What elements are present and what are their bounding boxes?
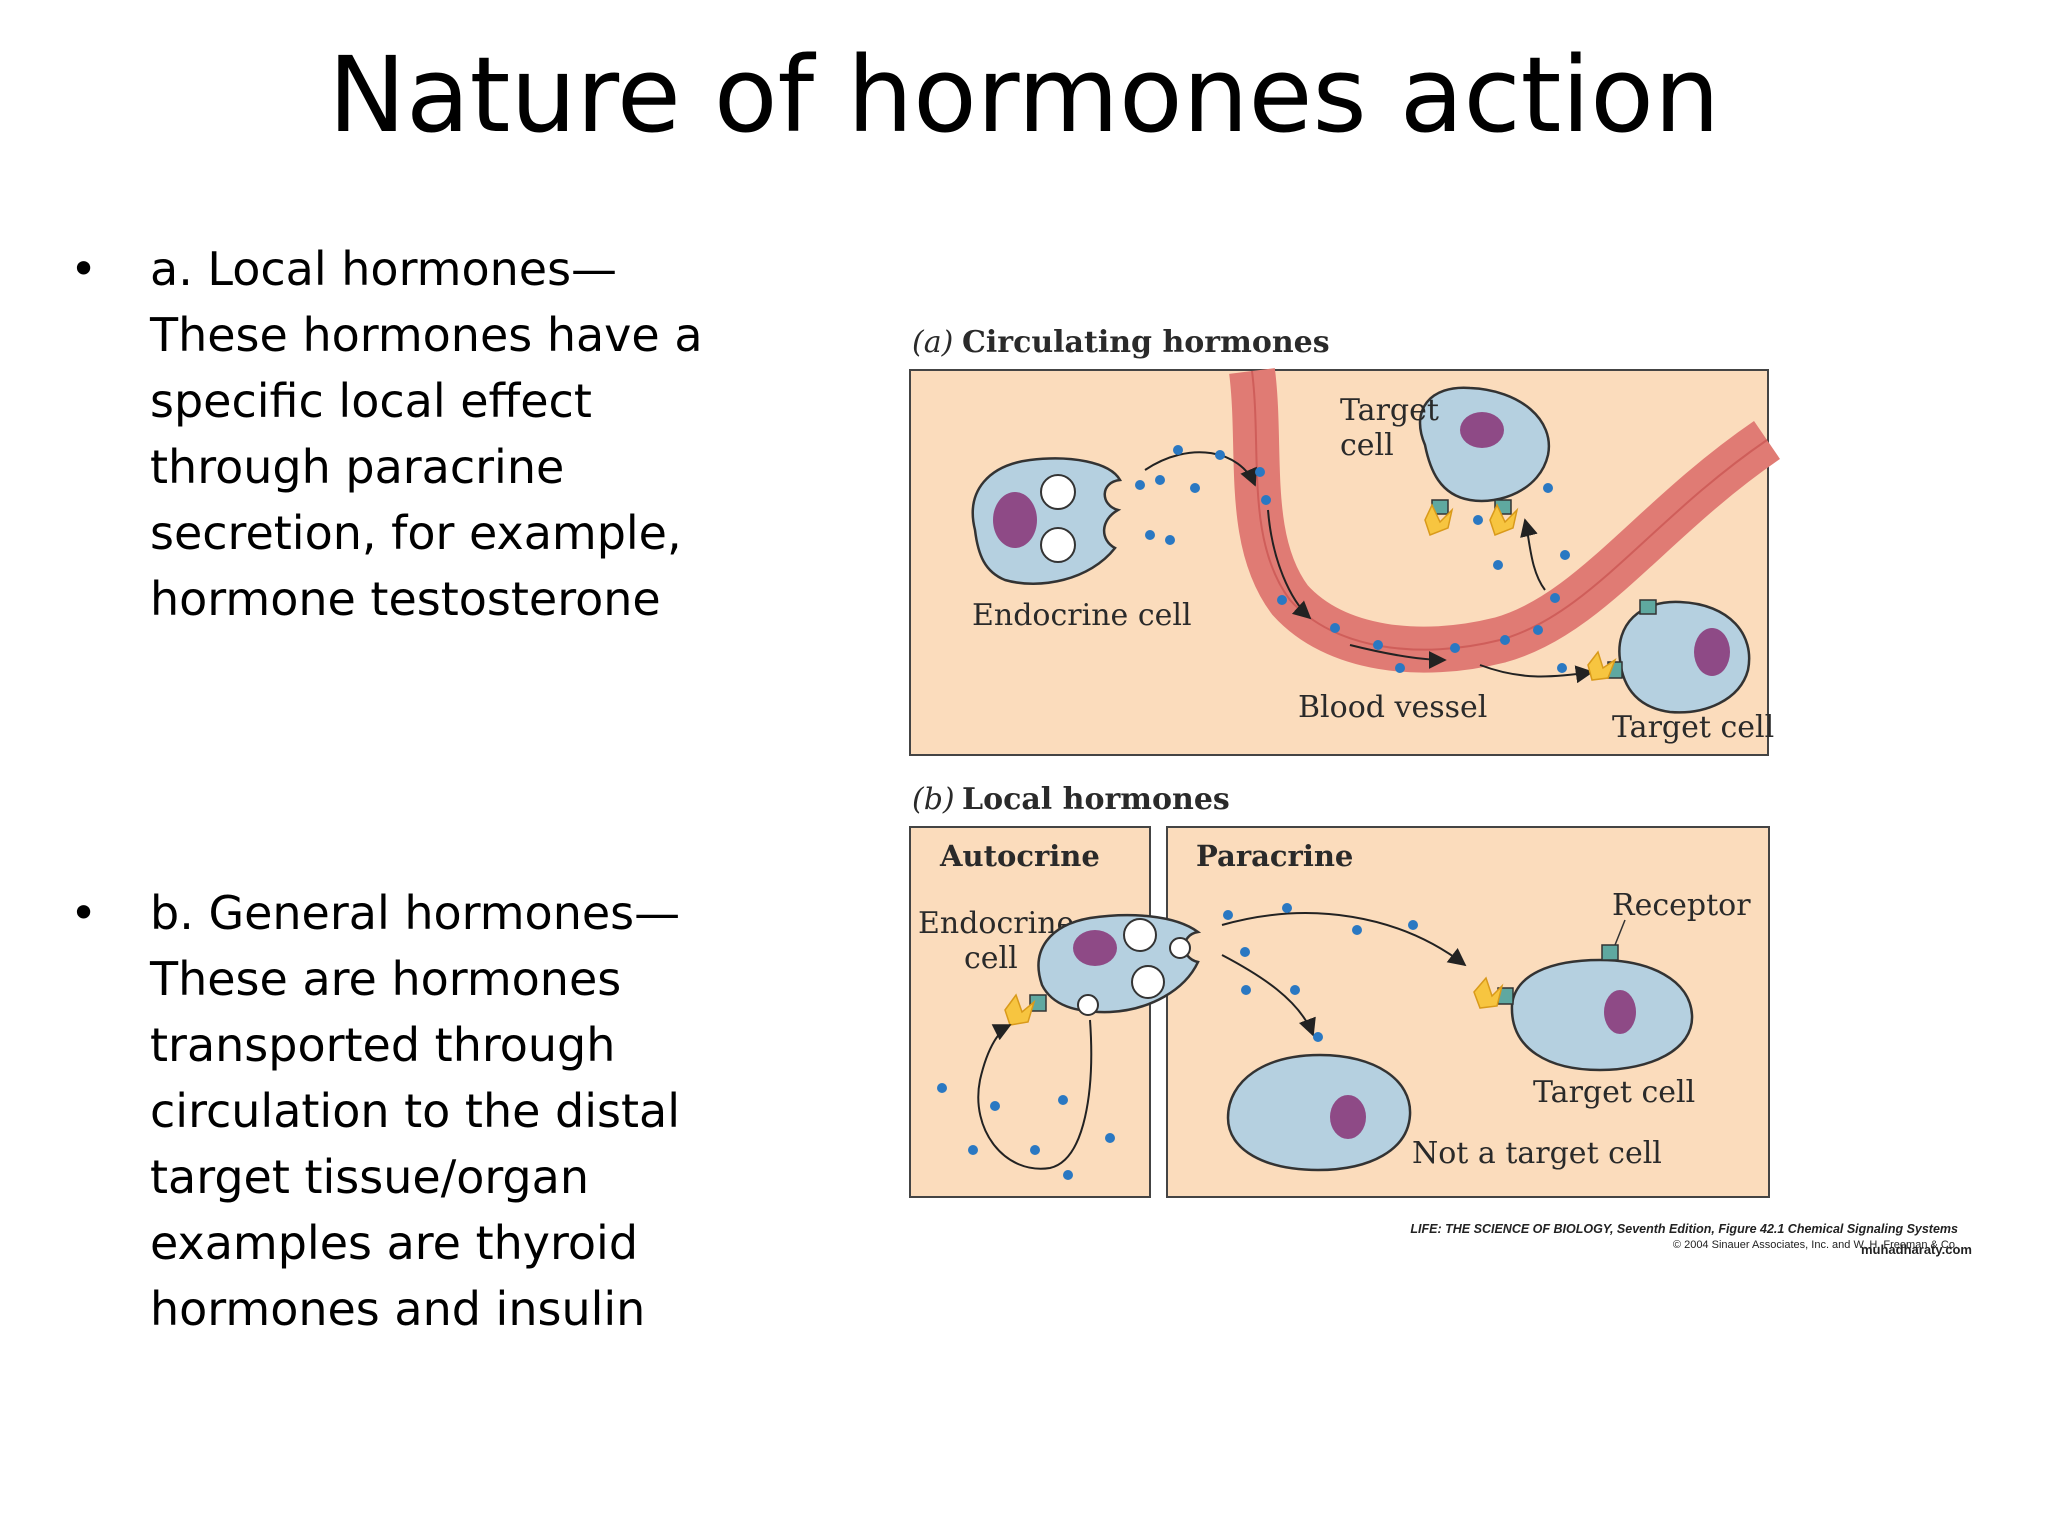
label-endocrine-cell-b-2: cell bbox=[964, 941, 1018, 976]
panel-b-heading: Local hormones bbox=[962, 782, 1230, 817]
bullet-line: specific local effect bbox=[150, 374, 592, 428]
bullet-symbol: • bbox=[70, 886, 98, 940]
paracrine-arrow bbox=[1221, 954, 1316, 1037]
panel-a-heading: Circulating hormones bbox=[962, 325, 1330, 360]
secretion-arrow bbox=[1144, 451, 1257, 487]
label-target-cell-top-2: cell bbox=[1340, 428, 1394, 463]
endocrine-cell-a bbox=[971, 457, 1123, 585]
blood-vessel bbox=[1229, 368, 1780, 673]
label-blood-vessel: Blood vessel bbox=[1298, 690, 1487, 725]
flow-arrow bbox=[1479, 664, 1594, 684]
figure-credit: LIFE: THE SCIENCE OF BIOLOGY, Seventh Ed… bbox=[1410, 1222, 1958, 1236]
paracrine-arrow bbox=[1221, 912, 1467, 967]
bullet-line: secretion, for example, bbox=[150, 506, 682, 560]
label-endocrine-cell-a: Endocrine cell bbox=[972, 598, 1192, 633]
autocrine-arrow bbox=[977, 1019, 1093, 1170]
hormone-dots-b bbox=[937, 903, 1418, 1180]
watermark: muhadharaty.com bbox=[1861, 1242, 1972, 1257]
flow-arrow bbox=[1349, 644, 1447, 669]
bullet-line: examples are thyroid bbox=[150, 1216, 639, 1270]
label-not-target-cell: Not a target cell bbox=[1412, 1136, 1662, 1171]
target-cell-bottom bbox=[1587, 599, 1751, 714]
bullet-line: These hormones have a bbox=[150, 308, 703, 362]
bullet-line: transported through bbox=[150, 1018, 616, 1072]
label-target-cell-top-1: Target bbox=[1340, 393, 1439, 428]
bullet-line: through paracrine bbox=[150, 440, 565, 494]
bullet-line: These are hormones bbox=[150, 952, 622, 1006]
bullet-line: hormone testosterone bbox=[150, 572, 661, 626]
label-receptor: Receptor bbox=[1612, 888, 1751, 923]
label-autocrine: Autocrine bbox=[939, 839, 1100, 873]
bullet-line: circulation to the distal bbox=[150, 1084, 680, 1138]
not-target-cell bbox=[1226, 1053, 1412, 1172]
bullet-line: hormones and insulin bbox=[150, 1282, 646, 1336]
label-endocrine-cell-b-1: Endocrine bbox=[918, 906, 1074, 941]
flow-arrow bbox=[1520, 518, 1546, 591]
label-target-cell-b: Target cell bbox=[1533, 1075, 1695, 1110]
page-title: Nature of hormones action bbox=[328, 34, 1720, 156]
label-target-cell-bottom: Target cell bbox=[1612, 710, 1774, 745]
bullet-text: a. Local hormones— These hormones have a… bbox=[150, 236, 770, 632]
bullet-symbol: • bbox=[70, 242, 98, 296]
endocrine-cell-b bbox=[1004, 913, 1202, 1026]
label-paracrine: Paracrine bbox=[1196, 839, 1353, 873]
target-cell-top bbox=[1418, 386, 1551, 536]
bullet-line: b. General hormones— bbox=[150, 886, 681, 940]
flow-arrow bbox=[1267, 509, 1312, 620]
bullet-line: target tissue/organ bbox=[150, 1150, 589, 1204]
copyright-line: © 2004 Sinauer Associates, Inc. and W. H… bbox=[1673, 1239, 1958, 1251]
bullet-line: a. Local hormones— bbox=[150, 242, 618, 296]
bullet-text: b. General hormones— These are hormones … bbox=[150, 880, 770, 1342]
target-cell-b bbox=[1473, 919, 1694, 1072]
panel-b-letter: (b) bbox=[912, 782, 955, 817]
hormone-dots-a bbox=[1135, 445, 1570, 673]
panel-a-letter: (a) bbox=[912, 325, 953, 360]
